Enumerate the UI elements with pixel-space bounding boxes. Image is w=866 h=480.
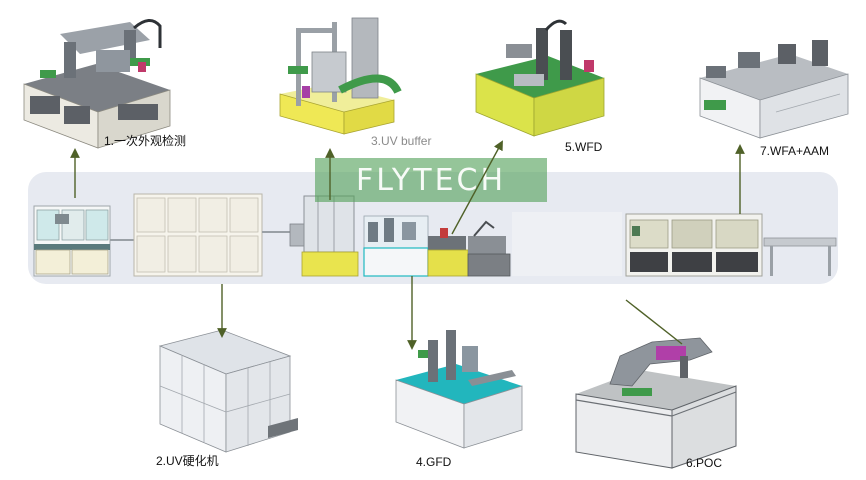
arrow-to-station-5	[451, 140, 503, 235]
line-machine-wfa-aam	[625, 213, 763, 277]
station-1-machine	[23, 19, 171, 149]
station-2-machine	[158, 329, 298, 453]
station-7-label: 7.WFA+AAM	[760, 144, 830, 158]
station-7-machine	[699, 40, 849, 139]
station-3-label: 3.UV buffer	[371, 134, 432, 148]
station-2-label: 2.UV硬化机	[156, 454, 219, 468]
station-5-machine	[475, 19, 605, 137]
station-1-label: 1.一次外观检测	[104, 134, 187, 148]
line-outfeed-conveyor	[763, 237, 837, 276]
station-3-machine	[279, 17, 402, 135]
line-machine-inspection	[33, 205, 111, 277]
station-4-label: 4.GFD	[416, 455, 452, 469]
station-5-label: 5.WFD	[565, 140, 603, 154]
line-machine-uv-curing	[133, 193, 263, 277]
station-6-machine	[575, 337, 737, 469]
flytech-watermark: FLYTECH	[315, 158, 547, 202]
station-4-machine	[395, 330, 523, 449]
line-machine-gfd-wfd	[363, 215, 511, 277]
arrow-to-station-6	[625, 299, 683, 345]
station-6-label: 6.POC	[686, 456, 723, 470]
line-machine-uv-buffer	[289, 195, 359, 277]
